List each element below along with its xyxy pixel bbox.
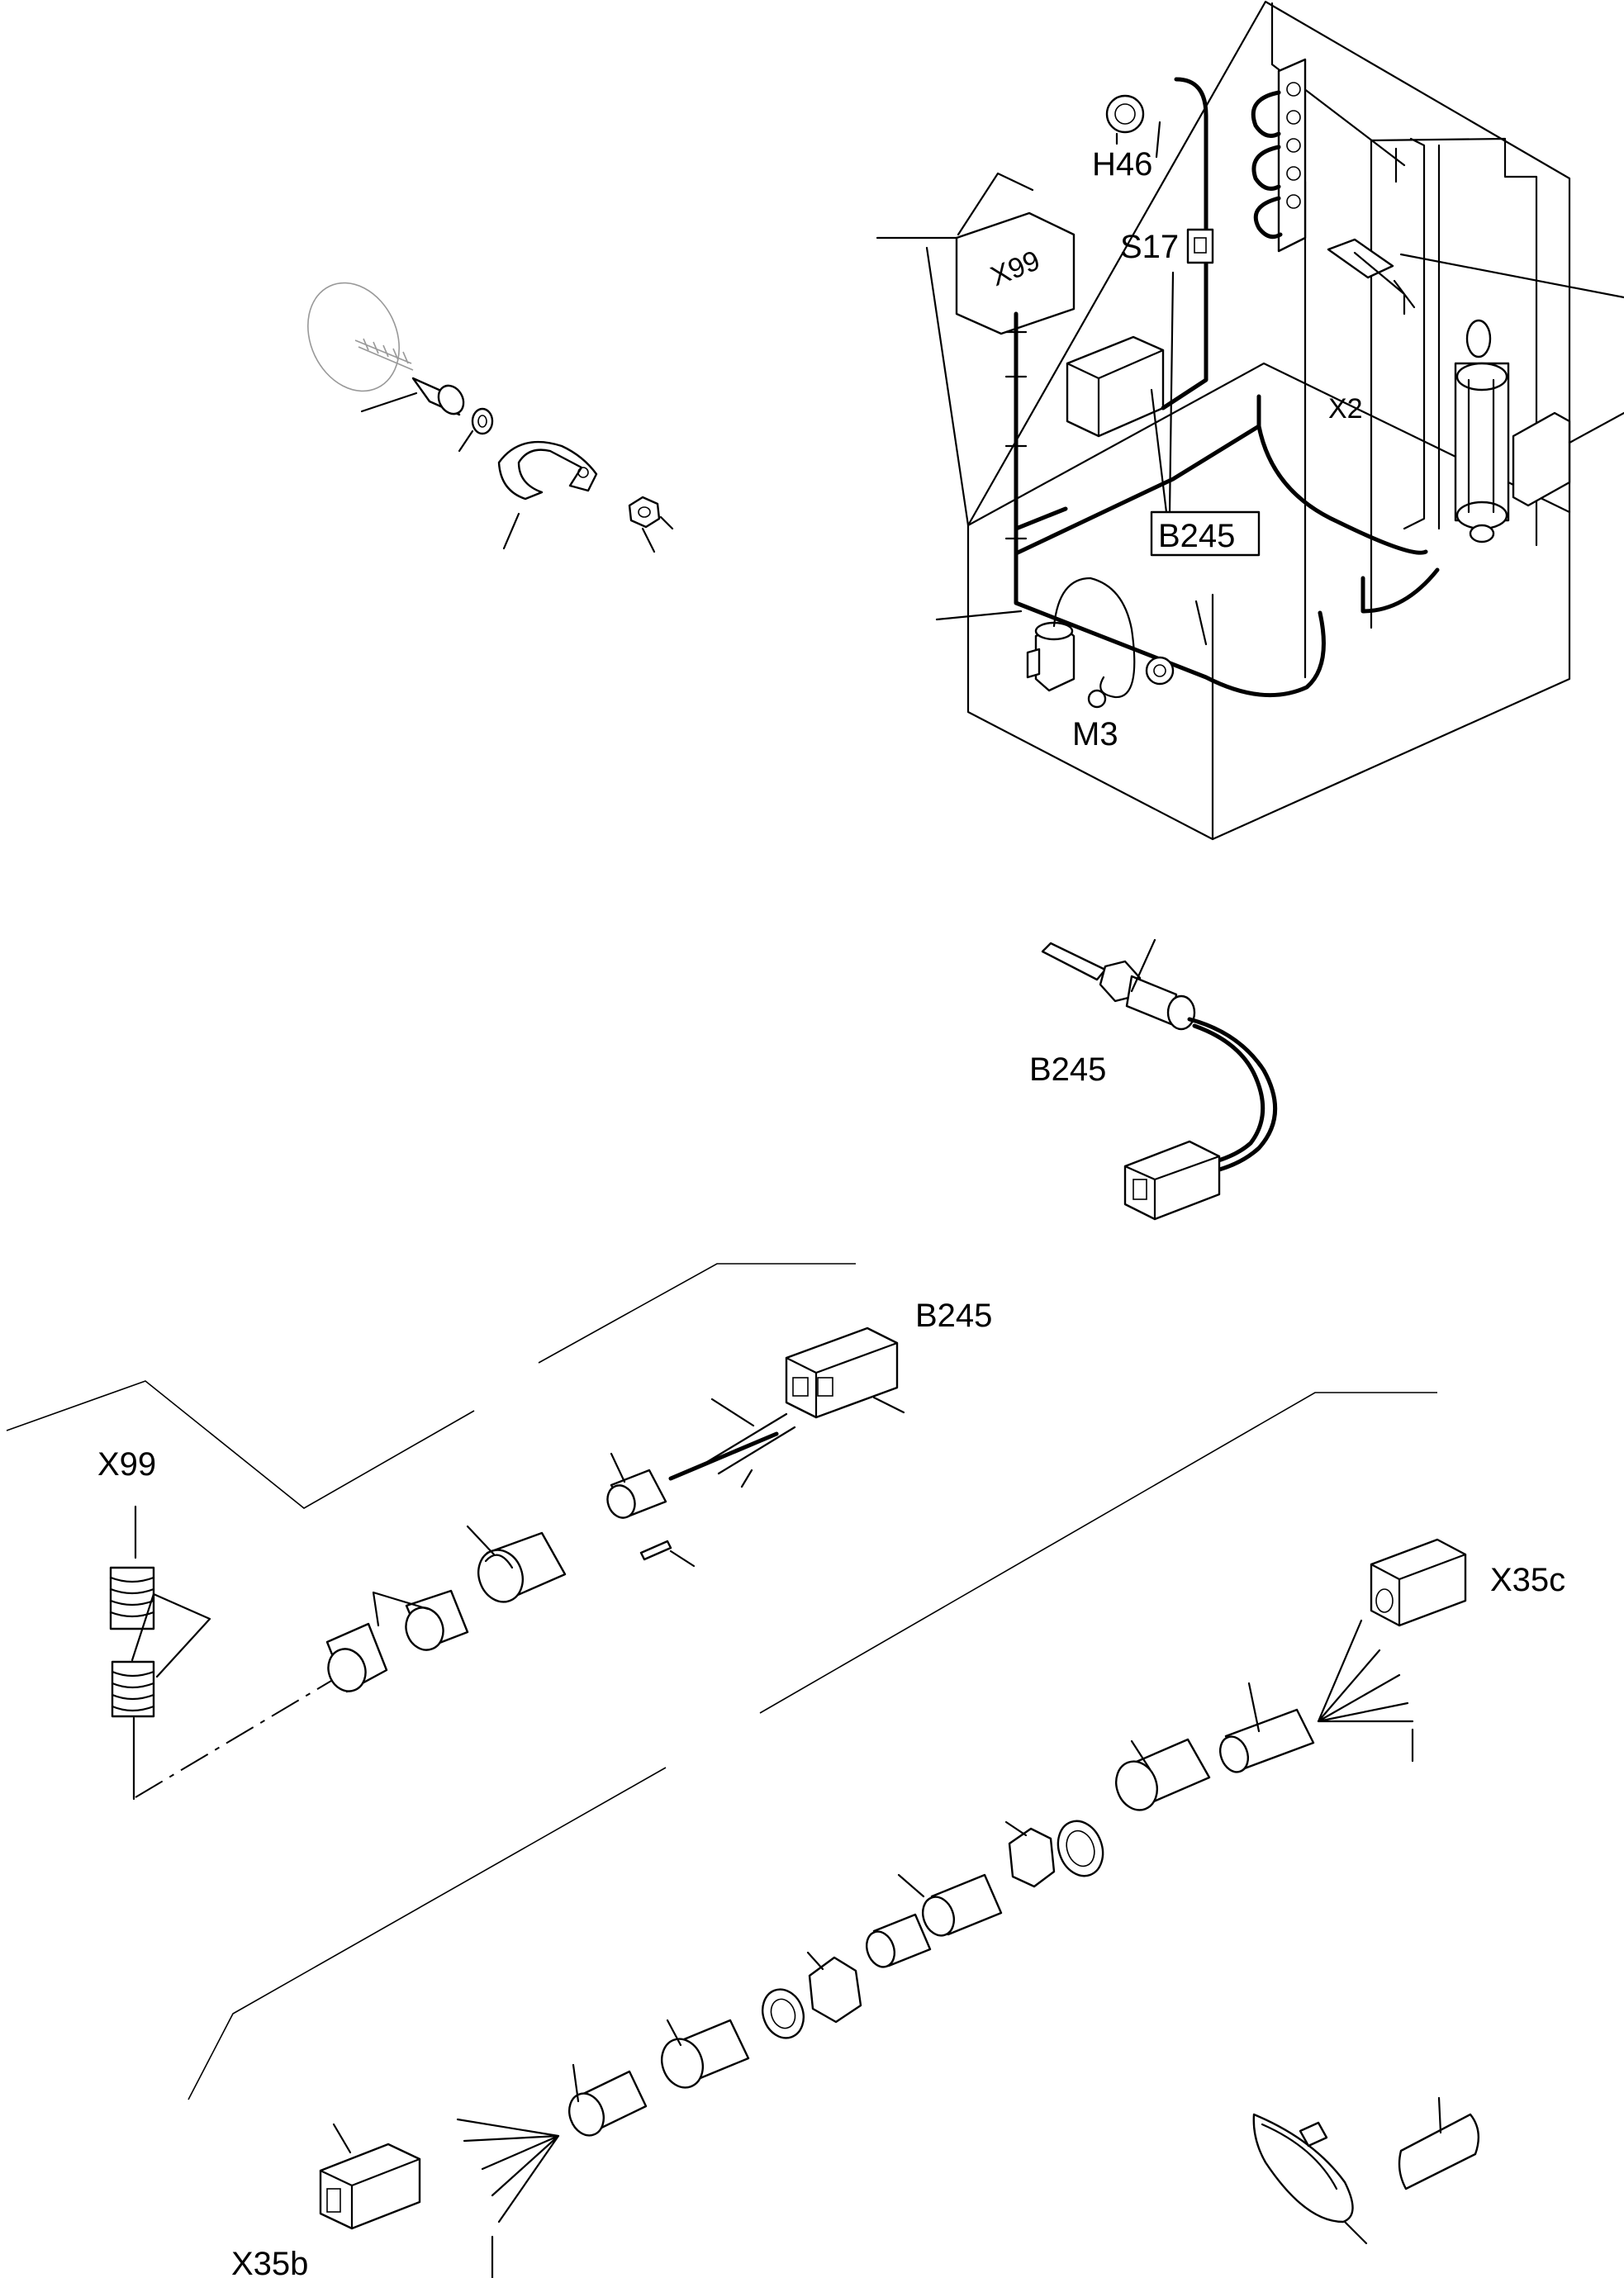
upper-connector-assembly: X99 B245 bbox=[6, 1263, 992, 1801]
cabinet-assembly: X99 H46 S17 X2 bbox=[876, 0, 1624, 841]
b245-sensor-label: B245 bbox=[1029, 1051, 1106, 1088]
lower-connector-assembly: X35c X35b bbox=[188, 1392, 1565, 2278]
b245-box-label: B245 bbox=[1158, 518, 1235, 554]
h46-label: H46 bbox=[1092, 146, 1152, 183]
x99-left-label: X99 bbox=[97, 1446, 156, 1483]
b245-connector-label: B245 bbox=[915, 1298, 992, 1334]
x35b-label: X35b bbox=[231, 2246, 308, 2278]
x35c-label: X35c bbox=[1490, 1562, 1565, 1598]
x2-label: X2 bbox=[1328, 393, 1363, 425]
m3-label: M3 bbox=[1072, 716, 1118, 752]
cable-tie-and-tube bbox=[1252, 2096, 1480, 2245]
b245-sensor: B245 bbox=[1029, 938, 1278, 1221]
clamp-assembly bbox=[307, 282, 674, 553]
s17-label: S17 bbox=[1120, 229, 1179, 265]
